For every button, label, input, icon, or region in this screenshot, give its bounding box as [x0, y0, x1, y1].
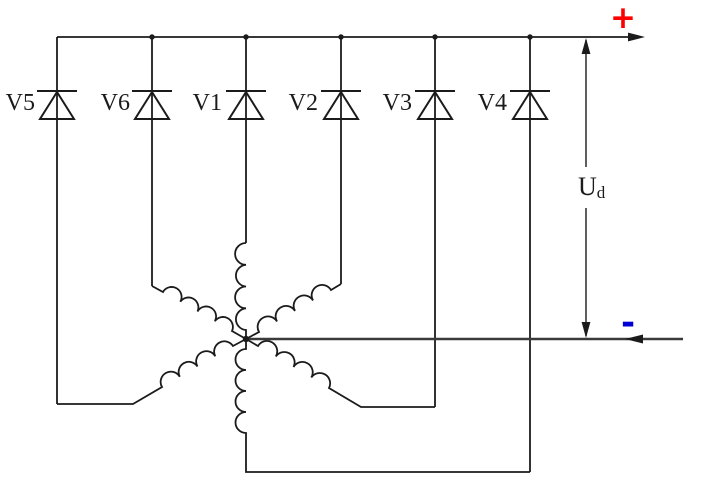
diode-label-v4: V4 [478, 90, 507, 116]
junction-dot [527, 34, 533, 40]
diode-label-v1: V1 [193, 90, 222, 116]
junction-dot [149, 34, 155, 40]
diode-v3 [415, 90, 455, 120]
diode-v6 [132, 90, 172, 120]
junction-dot [432, 34, 438, 40]
diode-v4 [510, 90, 550, 120]
winding-phase-v2 [245, 283, 342, 340]
winding-phase-v4 [234, 339, 530, 473]
ud-arrow-down-icon [581, 322, 591, 338]
diode-label-v3: V3 [383, 90, 412, 116]
winding-phase-v5 [57, 338, 247, 405]
output-voltage-label: Ud [578, 172, 606, 202]
winding-phase-v1 [234, 242, 247, 339]
positive-terminal-label: + [610, 0, 636, 36]
ud-arrow-up-icon [581, 38, 591, 54]
winding-phase-v6 [151, 285, 247, 340]
junction-dot [338, 34, 344, 40]
positive-bus-arrowhead-icon [628, 32, 645, 42]
diode-v1 [226, 90, 266, 120]
diode-label-v2: V2 [289, 90, 318, 116]
winding-phase-v3 [245, 338, 435, 408]
diode-label-v6: V6 [101, 90, 130, 116]
diode-label-v5: V5 [6, 90, 35, 116]
negative-arrowhead-icon [625, 334, 643, 344]
diode-v5 [37, 90, 77, 120]
negative-terminal-label: - [621, 303, 635, 343]
junction-dot [243, 34, 249, 40]
star-neutral-dot [242, 335, 250, 343]
diode-v2 [321, 90, 361, 120]
